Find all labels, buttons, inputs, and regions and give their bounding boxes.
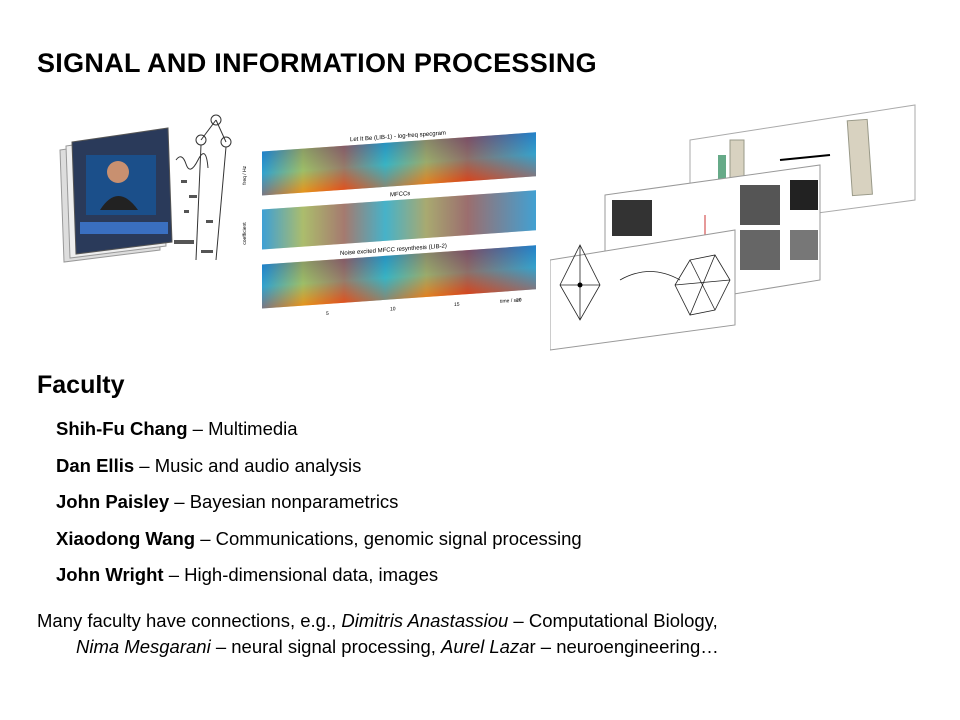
image-recovery-figure [549, 100, 920, 355]
faculty-name: John Paisley [56, 491, 170, 512]
spec-xtick: 10 [390, 306, 396, 312]
faculty-topic: High-dimensional data, images [184, 564, 439, 585]
spectrogram-panels: Let It Be (LIB-1) - log-freq specgram MF… [242, 131, 536, 321]
connections-note: Many faculty have connections, e.g., Dim… [37, 608, 927, 660]
cross-polytope-projection-diagram-icon [559, 244, 731, 321]
leaning-tower-image-stack-icon [549, 104, 916, 351]
note-person-1: Dimitris Anastassiou [341, 610, 509, 631]
spec-xtick: 15 [454, 302, 460, 308]
spec-ylabel-coef: coefficient [242, 221, 248, 244]
faculty-heading: Faculty [37, 371, 125, 399]
faculty-name: Dan Ellis [56, 454, 135, 476]
faculty-sep: – [187, 418, 209, 439]
spec-ylabel-freq: freq / Hz [242, 165, 248, 185]
faculty-name: Xiaodong Wang [56, 527, 196, 549]
faculty-sep: – [163, 564, 185, 585]
faculty-topic: Bayesian nonparametrics [189, 491, 399, 512]
faculty-item: John Paisley – Bayesian nonparametrics [56, 491, 582, 528]
spec-xtick: 20 [516, 297, 522, 303]
faculty-name: John Wright [56, 564, 164, 585]
faculty-item: Dan Ellis – Music and audio analysis [56, 455, 582, 492]
note-lead: Many faculty have connections, e.g., [37, 610, 342, 631]
faculty-sep: – [169, 491, 190, 512]
faculty-list: Shih-Fu Chang – Multimedia Dan Ellis – M… [56, 418, 582, 601]
faculty-sep: – [134, 454, 155, 476]
note-topic-2: – neural signal processing, [210, 636, 442, 657]
slide-title: SIGNAL AND INFORMATION PROCESSING [37, 48, 597, 78]
note-line-2: Nima Mesgarani – neural signal processin… [37, 634, 927, 660]
spec-xlabel: time / sec [500, 297, 522, 305]
faculty-topic: Multimedia [208, 418, 298, 439]
faculty-item: Shih-Fu Chang – Multimedia [56, 418, 582, 455]
note-rest-3: r – neuroengineering… [529, 636, 719, 657]
faculty-topic: Music and audio analysis [154, 454, 362, 476]
spectrogram-figure: Let It Be (LIB-1) - log-freq specgram MF… [240, 125, 542, 321]
note-person-2: Nima Mesgarani [76, 636, 211, 657]
faculty-item: Xiaodong Wang – Communications, genomic … [56, 528, 582, 565]
note-topic-1: – Computational Biology, [508, 610, 718, 631]
faculty-sep: – [195, 527, 216, 549]
spec-panel2-title: MFCCs [390, 191, 410, 198]
faculty-name: Shih-Fu Chang [56, 418, 188, 439]
note-person-3: Aurel Laza [441, 636, 530, 657]
spec-xtick: 5 [326, 311, 329, 315]
news-video-frames-icon [59, 114, 232, 263]
faculty-topic: Communications, genomic signal processin… [215, 527, 582, 549]
faculty-item: John Wright – High-dimensional data, ima… [56, 564, 582, 601]
news-video-figure [56, 110, 246, 280]
